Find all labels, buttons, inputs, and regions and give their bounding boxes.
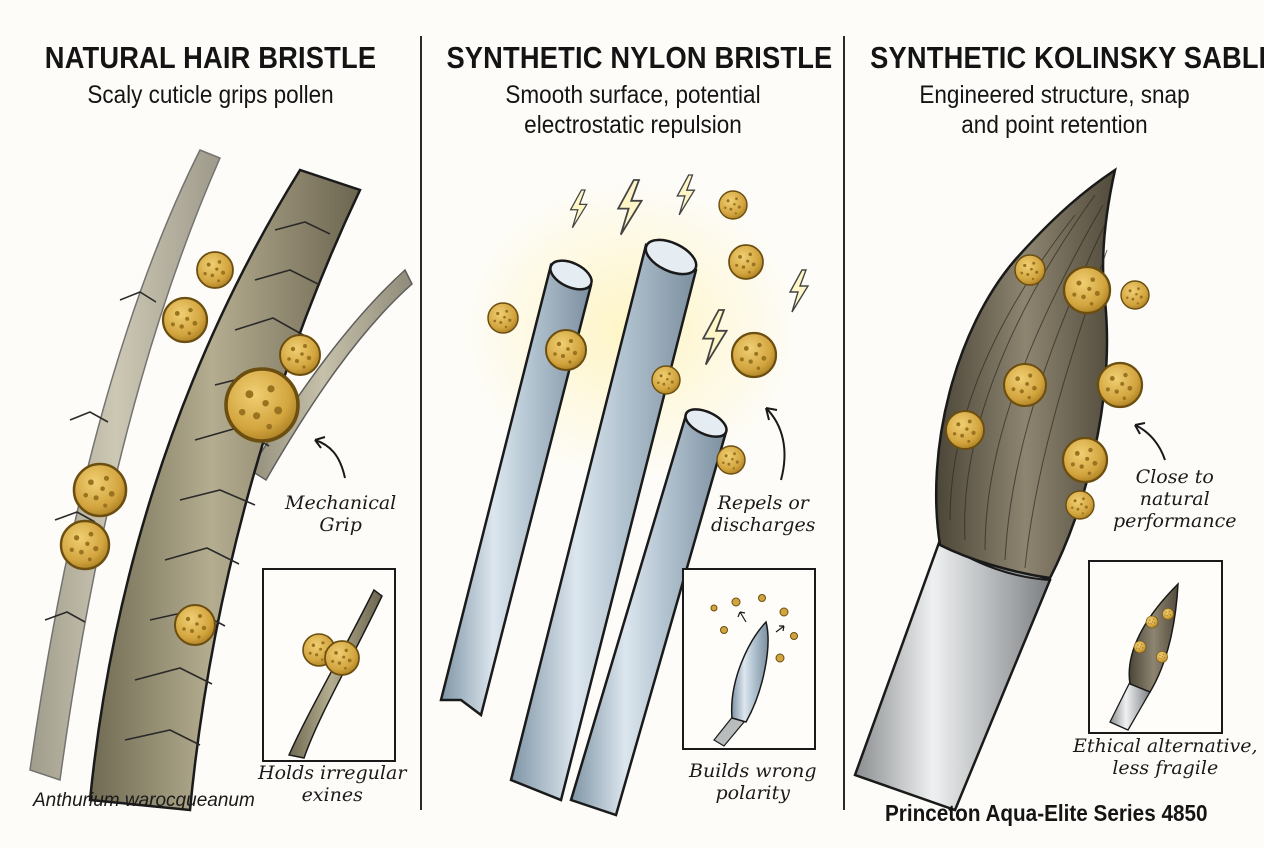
- panel-divider: [843, 36, 845, 810]
- pollen-grain-icon: [716, 445, 746, 475]
- arrow-icon: [765, 407, 786, 481]
- pollen-grain-icon: [730, 331, 778, 379]
- pollen-grain-icon: [196, 251, 234, 289]
- natural-hair-panel: NATURAL HAIR BRISTLE Scaly cuticle grips…: [0, 0, 421, 848]
- inset-box: [262, 568, 396, 762]
- callout-label: Mechanical Grip: [285, 492, 397, 536]
- arrow-icon: [314, 439, 346, 479]
- pollen-grain-icon: [1096, 361, 1144, 409]
- callout-label: Close to natural performance: [1113, 466, 1237, 532]
- pollen-grain-icon: [224, 367, 300, 443]
- panel-title: SYNTHETIC NYLON BRISTLE: [446, 40, 833, 75]
- sable-brush-illustration: [853, 167, 1166, 812]
- kolinsky-sable-panel: SYNTHETIC KOLINSKY SABLE Engineered stru…: [845, 0, 1264, 848]
- nylon-illustration: [439, 174, 809, 817]
- pollen-grain-icon: [718, 190, 748, 220]
- panel-subtitle: Engineered structure, snap and point ret…: [919, 81, 1190, 139]
- inset-box: [682, 568, 816, 750]
- panel-subtitle: Smooth surface, potential electrostatic …: [505, 81, 761, 139]
- inset-box: [1088, 560, 1223, 734]
- pollen-grain-icon: [945, 410, 985, 450]
- pollen-grain-icon: [1061, 436, 1109, 484]
- panel-divider: [420, 36, 422, 810]
- pollen-grain-icon: [728, 244, 764, 280]
- pollen-grain-icon: [59, 519, 111, 571]
- pollen-grain-icon: [161, 296, 209, 344]
- natural-hair-illustration: [29, 149, 413, 812]
- pollen-grain-icon: [1002, 362, 1048, 408]
- pollen-grain-icon: [279, 334, 321, 376]
- pollen-grain-icon: [174, 604, 216, 646]
- pollen-grain-icon: [1062, 265, 1112, 315]
- species-label: Anthurium warocqueanum: [33, 790, 255, 811]
- pollen-grain-icon: [1065, 490, 1095, 520]
- panel-title: SYNTHETIC KOLINSKY SABLE: [870, 40, 1264, 75]
- pollen-grain-icon: [545, 329, 587, 371]
- inset-caption: Ethical alternative, less fragile: [1073, 735, 1258, 779]
- panel-subtitle: Scaly cuticle grips pollen: [87, 81, 334, 109]
- inset-caption: Holds irregular exines: [258, 762, 407, 806]
- product-label: Princeton Aqua-Elite Series 4850: [885, 800, 1208, 826]
- arrow-icon: [1134, 424, 1166, 461]
- pollen-grain-icon: [651, 365, 681, 395]
- panel-title: NATURAL HAIR BRISTLE: [44, 40, 377, 75]
- pollen-grain-icon: [487, 302, 519, 334]
- inset-caption: Builds wrong polarity: [689, 760, 817, 804]
- callout-label: Repels or discharges: [711, 492, 816, 536]
- pollen-grain-icon: [1014, 254, 1046, 286]
- pollen-grain-icon: [72, 462, 128, 518]
- pollen-grain-icon: [1120, 280, 1150, 310]
- synthetic-nylon-panel: SYNTHETIC NYLON BRISTLE Smooth surface, …: [421, 0, 845, 848]
